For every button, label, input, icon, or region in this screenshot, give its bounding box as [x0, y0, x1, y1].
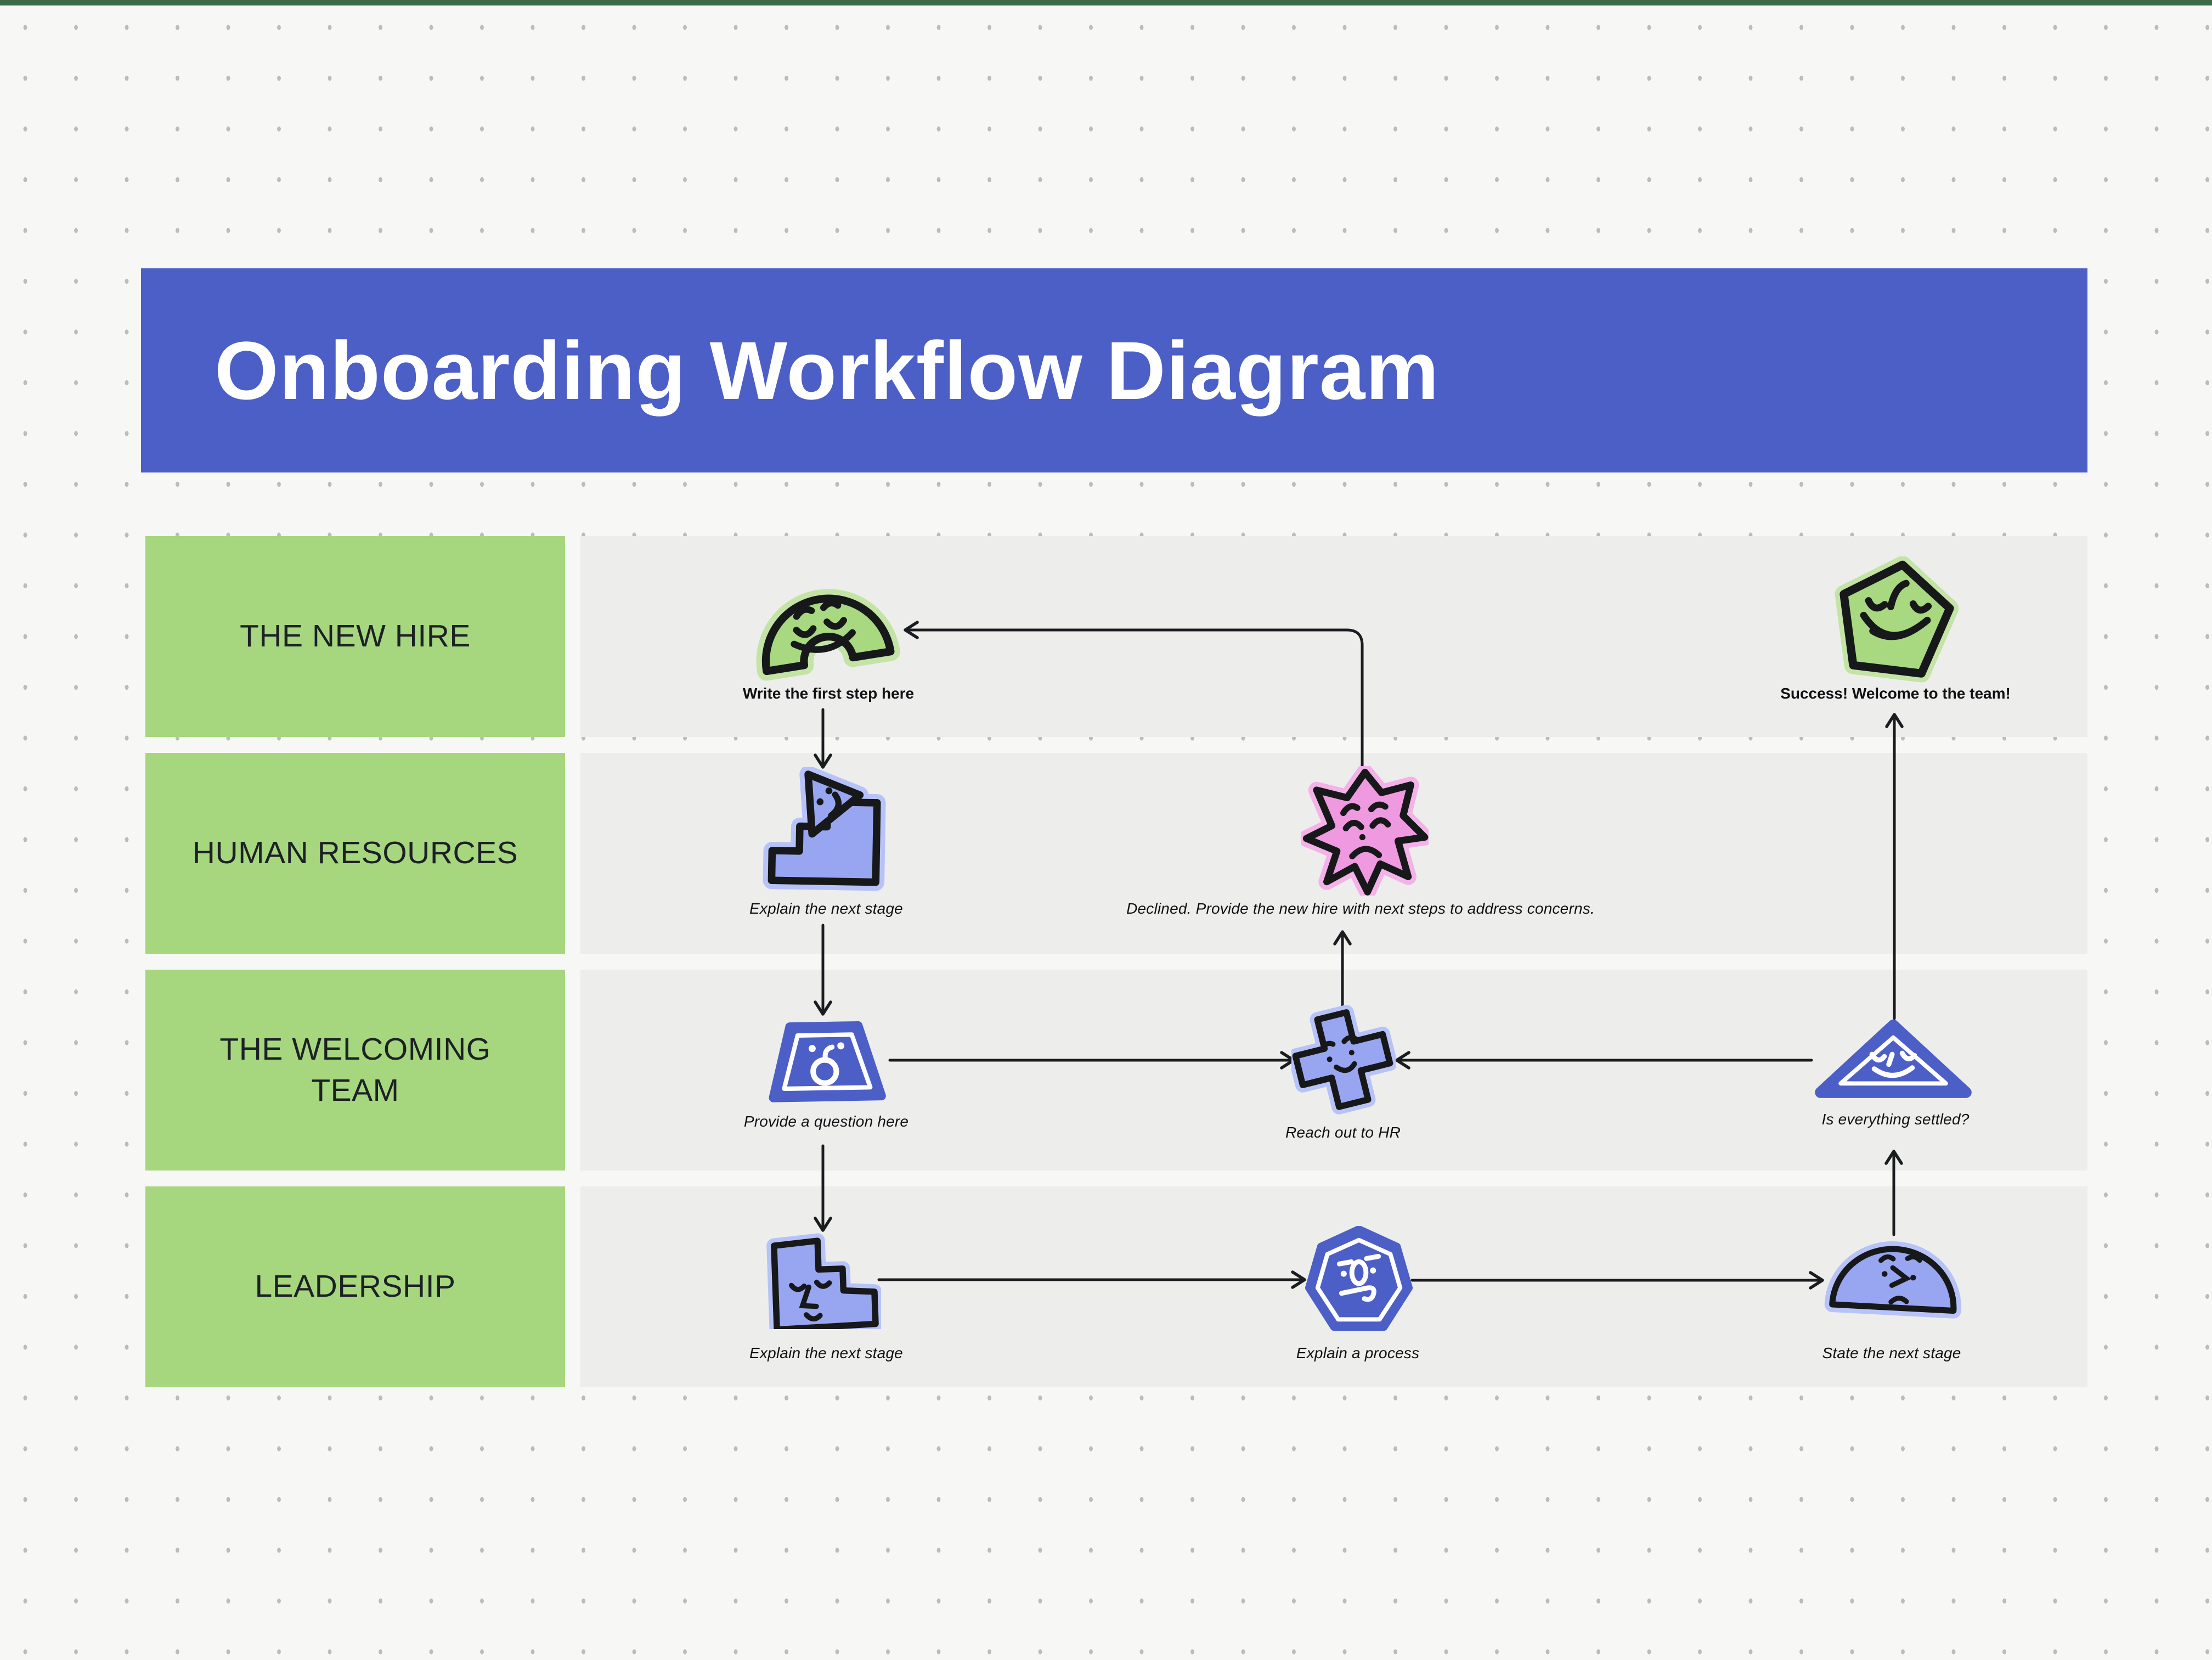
- stairs-down-face: [788, 1279, 832, 1322]
- page-title: Onboarding Workflow Diagram: [215, 324, 1440, 417]
- top-edge-bar: [0, 0, 2212, 5]
- triangle-face: [1869, 1050, 1917, 1078]
- lane-label-welcoming-team: THE WELCOMING TEAM: [145, 970, 565, 1171]
- caption-start: Write the first step here: [742, 685, 915, 702]
- shape-pentagon-laughing: [1835, 556, 1959, 683]
- lane-label-the-new-hire: THE NEW HIRE: [145, 536, 565, 737]
- shape-dome-skeptical: [1824, 1241, 1961, 1319]
- caption-question: Provide a question here: [743, 1113, 909, 1130]
- lane-label-text: THE WELCOMING TEAM: [219, 1031, 491, 1108]
- lane-label-human-resources: HUMAN RESOURCES: [145, 753, 565, 954]
- caption-success: Success! Welcome to the team!: [1780, 685, 2011, 702]
- shape-triangle-content: [1815, 1020, 1972, 1098]
- stairs-up-face: [816, 787, 842, 819]
- trapezoid-face: [809, 1042, 845, 1086]
- lane-label-text: THE NEW HIRE: [240, 618, 471, 654]
- shape-stairs-up-triangle-face: [763, 767, 886, 891]
- plus-face: [1319, 1035, 1358, 1073]
- star-face: [1340, 801, 1391, 859]
- heptagon-face: [1336, 1253, 1381, 1302]
- shape-plus-smiling: [1291, 1005, 1396, 1115]
- shape-heptagon-quirky: [1305, 1226, 1413, 1331]
- caption-settled: Is everything settled?: [1821, 1111, 1970, 1128]
- lane-label-text: LEADERSHIP: [255, 1269, 456, 1304]
- lane-label-text: HUMAN RESOURCES: [192, 835, 518, 871]
- caption-process: Explain a process: [1296, 1344, 1420, 1361]
- caption-lead-explain: Explain the next stage: [749, 1344, 903, 1361]
- shape-arch-smiling: [756, 589, 900, 681]
- title-banner: Onboarding Workflow Diagram: [141, 268, 2087, 472]
- shape-eight-point-star-sad: [1301, 766, 1429, 896]
- caption-declined: Declined. Provide the new hire with next…: [1126, 900, 1595, 917]
- caption-reach-hr: Reach out to HR: [1285, 1124, 1401, 1141]
- dome-face: [1878, 1254, 1922, 1305]
- shape-trapezoid-surprised: [769, 1021, 886, 1102]
- caption-state-next: State the next stage: [1822, 1344, 1961, 1361]
- pentagon-face: [1860, 579, 1932, 640]
- lane-label-leadership: LEADERSHIP: [145, 1186, 565, 1387]
- shape-stairs-down-calm: [766, 1233, 881, 1329]
- caption-hr-explain: Explain the next stage: [749, 900, 903, 917]
- arch-face: [791, 599, 856, 653]
